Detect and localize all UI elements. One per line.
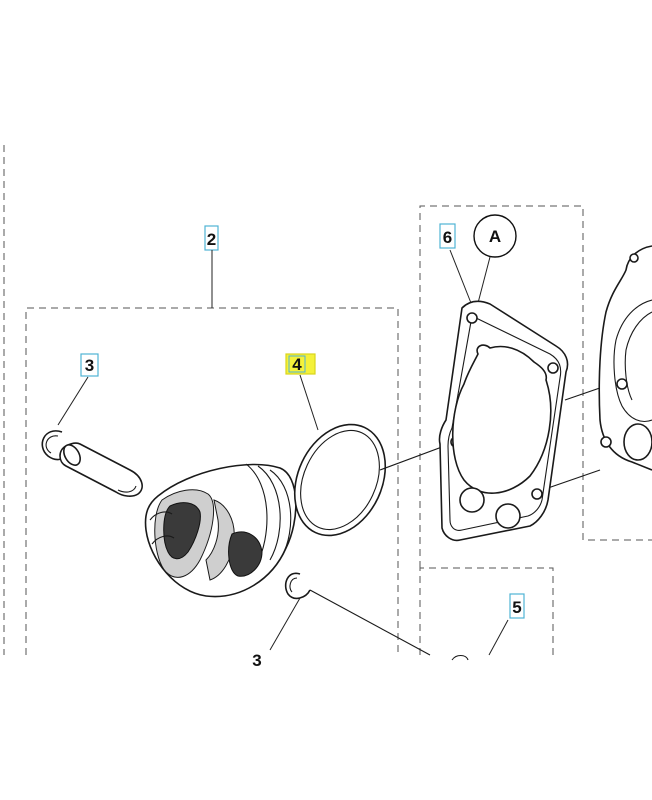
circlip-bottom (284, 572, 311, 600)
piston-pin (59, 442, 143, 497)
svg-text:3: 3 (252, 651, 261, 670)
callout-2[interactable]: 2 (204, 225, 219, 251)
svg-text:5: 5 (512, 598, 521, 617)
callout-6[interactable]: 6 (439, 223, 456, 249)
cylinder-gasket (438, 300, 569, 542)
callout-3-bottom[interactable]: 3 (252, 651, 261, 670)
leader-3-bottom (269, 597, 301, 651)
piston-ring (293, 423, 387, 537)
svg-text:2: 2 (207, 230, 216, 249)
cylinder-partial (598, 245, 652, 471)
group-5-frame (419, 567, 554, 655)
piston (144, 463, 297, 598)
reference-a-circle[interactable]: A (473, 214, 517, 258)
callout-4[interactable]: 4 (285, 353, 316, 375)
leader-3-top (57, 376, 89, 426)
leader-5 (488, 619, 509, 656)
svg-text:3: 3 (85, 356, 94, 375)
svg-text:A: A (489, 227, 501, 246)
svg-text:4: 4 (292, 355, 302, 374)
axis-line-right-lower (547, 469, 601, 489)
gasket-group-frame (419, 205, 652, 568)
leader-a (477, 256, 491, 304)
leader-6 (449, 249, 472, 304)
leader-4 (299, 374, 319, 431)
callout-5[interactable]: 5 (509, 593, 525, 619)
svg-text:6: 6 (443, 228, 452, 247)
part-5-partial (451, 654, 469, 661)
axis-line-lower (309, 589, 431, 656)
callout-3-top[interactable]: 3 (80, 353, 99, 377)
